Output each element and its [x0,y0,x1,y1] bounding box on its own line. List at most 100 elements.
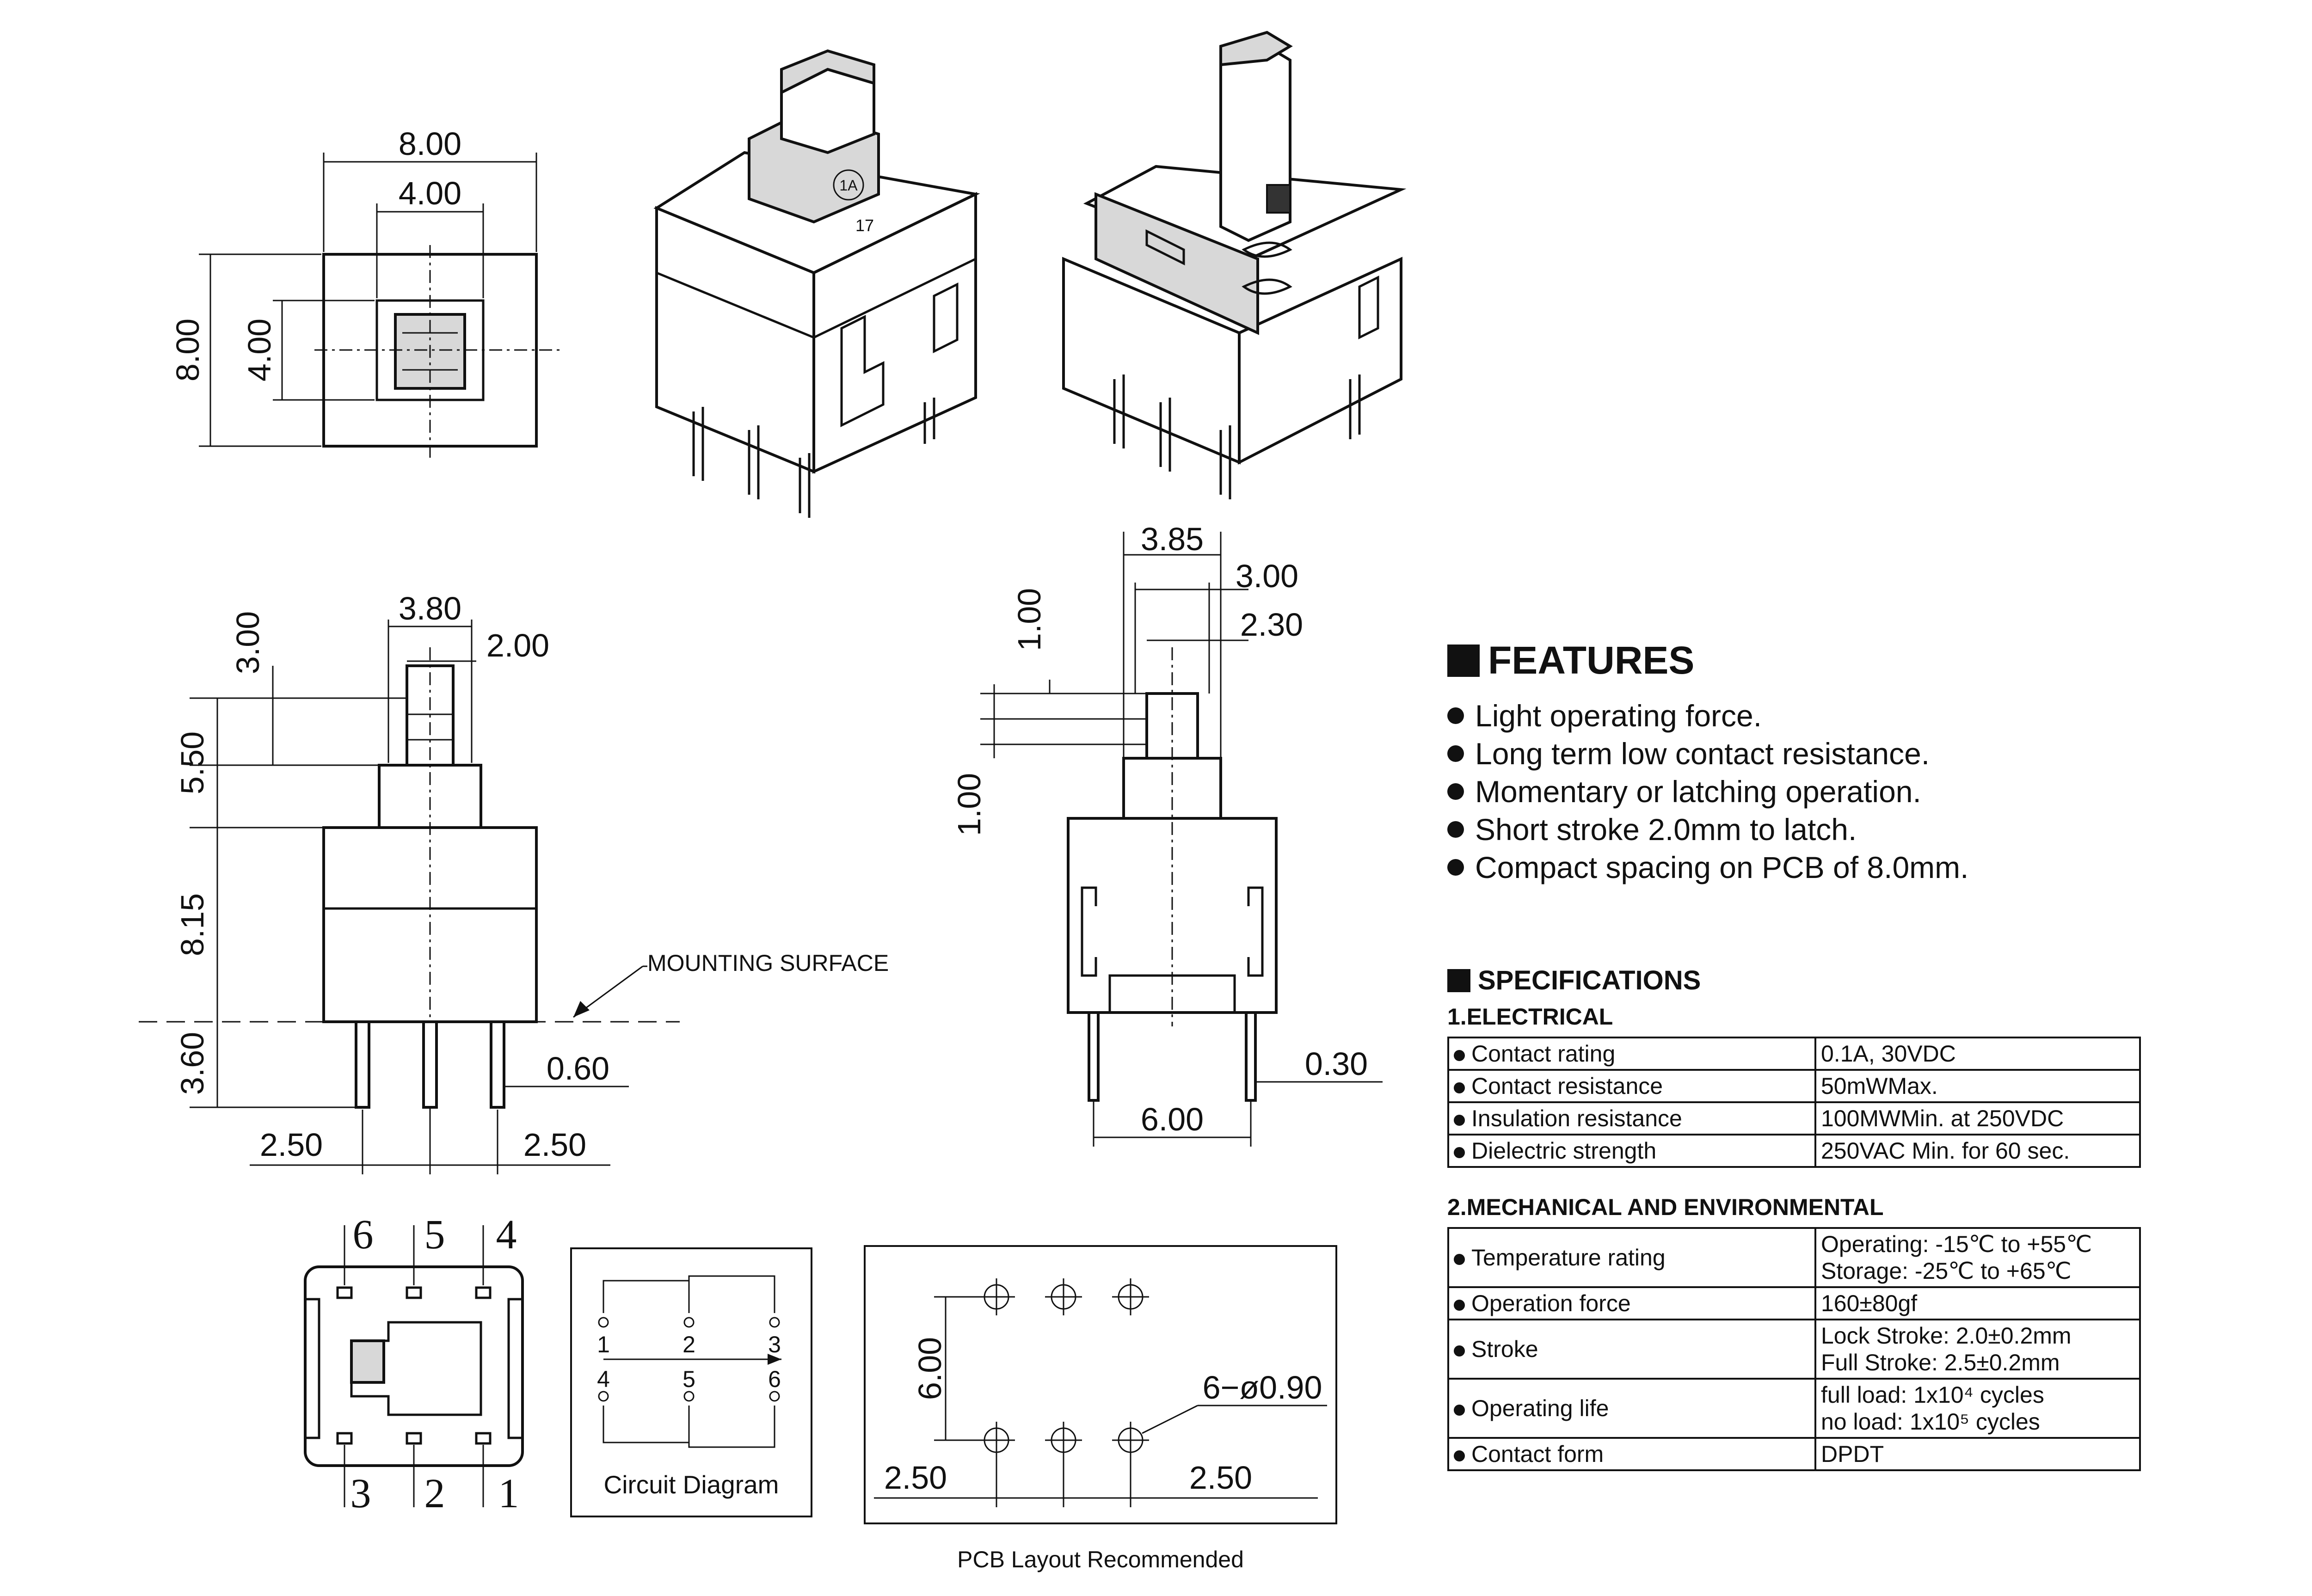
spec-value-line: Full Stroke: 2.5±0.2mm [1821,1350,2060,1375]
feature-text: Compact spacing on PCB of 8.0mm. [1475,850,1969,884]
bullet-icon [1454,1345,1465,1357]
spec-value: DPDT [1814,1437,2141,1471]
bullet-icon [1454,1253,1465,1265]
spec-label: Operation force [1471,1290,1631,1316]
spec-label: Operating life [1471,1395,1609,1421]
part-code-mark: 17 [855,216,874,235]
dim-pitch-left: 2.50 [260,1127,323,1163]
spec-label: Insulation resistance [1471,1105,1682,1131]
feature-text: Long term low contact resistance. [1475,737,1930,771]
table-row: Contact form DPDT [1447,1437,2141,1471]
table-row: Dielectric strength 250VAC Min. for 60 s… [1447,1134,2141,1168]
table-row: Insulation resistance 100MWMin. at 250VD… [1447,1101,2141,1136]
dim-body-height: 8.15 [174,893,210,956]
dim-pitch-right: 2.50 [523,1127,586,1163]
circuit-label-1: 1 [597,1332,610,1357]
pin-label-3: 3 [350,1471,371,1516]
features-title: FEATURES [1488,638,1695,682]
spec-label-cell: Contact form [1447,1437,1816,1471]
table-row: Contact rating 0.1A, 30VDC [1447,1037,2141,1071]
feature-item: Long term low contact resistance. [1447,735,2141,773]
dim-front-pin-span: 6.00 [1141,1101,1204,1137]
spec-value-line: 160±80gf [1821,1290,1918,1316]
bullet-icon [1454,1114,1465,1126]
table-row: Operation force 160±80gf [1447,1286,2141,1320]
spec-value-line: Lock Stroke: 2.0±0.2mm [1821,1323,2072,1349]
feature-item: Short stroke 2.0mm to latch. [1447,810,2141,848]
bullet-icon [1447,859,1464,876]
electrical-table: Contact rating 0.1A, 30VDC Contact resis… [1447,1037,2141,1168]
bullet-icon [1447,707,1464,724]
spec-value-line: no load: 1x10⁵ cycles [1821,1409,2040,1435]
spec-label: Stroke [1471,1336,1538,1362]
spec-label: Contact rating [1471,1041,1616,1067]
dim-pin-width: 0.60 [547,1050,609,1087]
pcb-hole-spec: 6−ø0.90 [1203,1369,1322,1406]
spec-label-cell: Insulation resistance [1447,1101,1816,1136]
dim-stem-top: 3.00 [230,611,266,674]
spec-value: 0.1A, 30VDC [1814,1037,2141,1071]
specifications-title: SPECIFICATIONS [1478,965,1701,995]
pin-label-2: 2 [424,1471,445,1516]
spec-value: 100MWMin. at 250VDC [1814,1101,2141,1136]
electrical-heading: 1.ELECTRICAL [1447,1004,1613,1030]
pcb-pitch-right: 2.50 [1189,1460,1252,1496]
bullet-icon [1454,1147,1465,1158]
spec-label-cell: Contact rating [1447,1037,1816,1071]
dim-top-width: 8.00 [399,126,461,162]
spec-value: 50mWMax. [1814,1069,2141,1103]
bullet-icon [1454,1404,1465,1416]
pin-label-6: 6 [353,1212,374,1258]
table-row: Temperature rating Operating: -15℃ to +5… [1447,1227,2141,1288]
dim-front-step-bottom: 1.00 [951,773,987,836]
features-heading: FEATURES [1447,638,2141,683]
bullet-icon [1447,745,1464,762]
bullet-icon [1454,1082,1465,1093]
mechanical-table: Temperature rating Operating: -15℃ to +5… [1447,1227,2141,1471]
features-list: Light operating force. Long term low con… [1447,697,2141,886]
pcb-caption: PCB Layout Recommended [957,1547,1244,1572]
mechanical-heading: 2.MECHANICAL AND ENVIRONMENTAL [1447,1194,1884,1220]
spec-label-cell: Operation force [1447,1286,1816,1320]
feature-item: Compact spacing on PCB of 8.0mm. [1447,848,2141,886]
dim-stem-height: 5.50 [174,731,210,794]
circuit-label-6: 6 [768,1366,781,1392]
dim-stem-width: 3.80 [399,590,461,626]
front-view: 3.85 3.00 2.30 1.00 1.00 0.30 6.00 [951,521,1383,1147]
spec-label: Dielectric strength [1471,1138,1657,1164]
feature-item: Momentary or latching operation. [1447,773,2141,810]
pcb-layout: 6.00 6−ø0.90 2.50 2.50 PCB Layout Recomm… [864,1245,1337,1572]
circuit-label-4: 4 [597,1366,610,1392]
circuit-caption: Circuit Diagram [604,1470,779,1499]
specifications-heading: SPECIFICATIONS [1447,965,2141,996]
circuit-label-3: 3 [768,1332,781,1357]
square-bullet-icon [1447,644,1480,677]
spec-value: 160±80gf [1814,1286,2141,1320]
circuit-label-5: 5 [683,1366,695,1392]
spec-value-line: Operating: -15℃ to +55℃ [1821,1231,2092,1257]
spec-label-cell: Temperature rating [1447,1227,1816,1288]
part-rating-mark: 1A [839,177,858,194]
spec-label: Contact resistance [1471,1073,1663,1099]
feature-item: Light operating force. [1447,697,2141,735]
bullet-icon [1454,1450,1465,1461]
table-row: Contact resistance 50mWMax. [1447,1069,2141,1103]
bullet-icon [1454,1050,1465,1061]
dim-front-width-230: 2.30 [1240,607,1303,643]
dim-pin-length: 3.60 [174,1032,210,1095]
bullet-icon [1447,783,1464,800]
feature-text: Light operating force. [1475,699,1762,733]
pin-label-5: 5 [424,1212,445,1258]
spec-label-cell: Dielectric strength [1447,1134,1816,1168]
spec-value-line: Storage: -25℃ to +65℃ [1821,1258,2072,1284]
spec-value-line: DPDT [1821,1441,1884,1467]
mounting-surface-label: MOUNTING SURFACE [647,950,889,976]
dim-front-step-top: 1.00 [1011,588,1047,651]
spec-label: Contact form [1471,1441,1604,1467]
